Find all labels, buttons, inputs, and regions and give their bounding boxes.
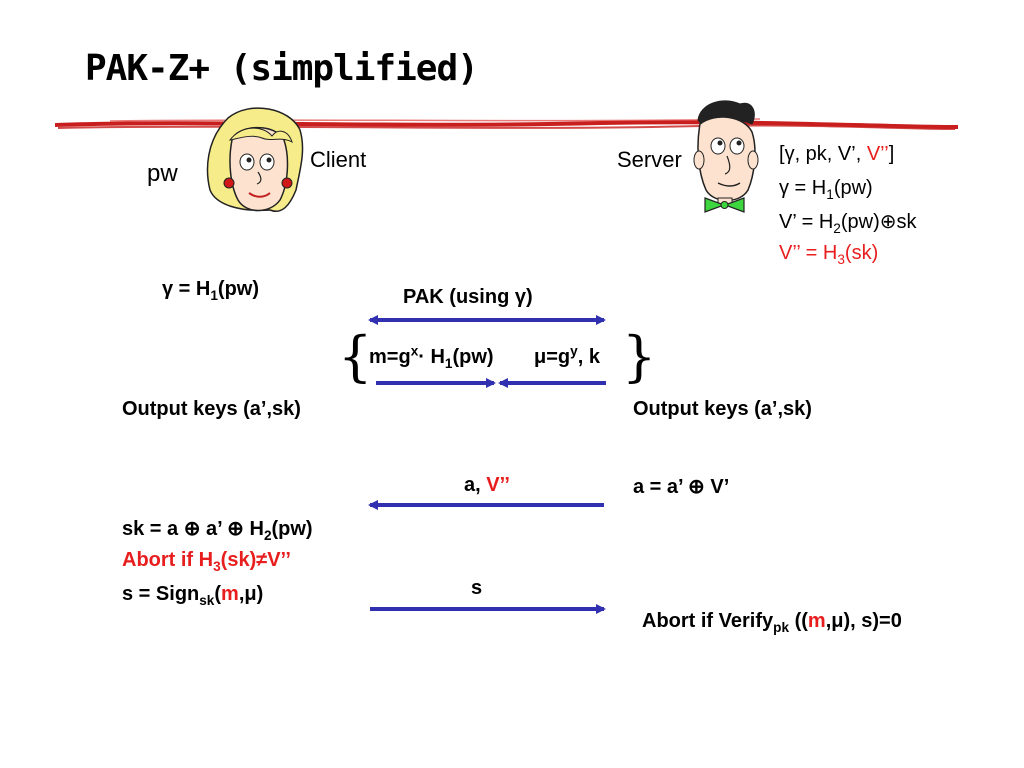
client-secret-label: pw <box>147 160 178 187</box>
server-label: Server <box>617 147 682 172</box>
msg-a-v-label: a, V’’ <box>464 474 510 496</box>
server-output-keys: Output keys (a’,sk) <box>633 398 812 420</box>
server-verify-check: Abort if Verifypk ((m,μ), s)=0 <box>642 610 902 635</box>
brace-right: } <box>622 325 657 388</box>
server-store-line-3: V’ = H2(pw)⊕sk <box>779 211 917 236</box>
mu-message: μ=gy, k <box>534 343 600 368</box>
server-store-line-1: [γ, pk, V’, V’’] <box>779 143 895 165</box>
client-sign-eq: s = Signsk(m,μ) <box>122 583 264 608</box>
client-sk-eq: sk = a ⊕ a’ ⊕ H2(pw) <box>122 518 313 543</box>
client-output-keys: Output keys (a’,sk) <box>122 398 301 420</box>
client-label: Client <box>310 147 367 172</box>
msg-s-label: s <box>471 577 483 599</box>
server-a-eq: a = a’ ⊕ V’ <box>633 476 730 498</box>
m-message: m=gx· H1(pw) <box>369 343 494 371</box>
server-store-line-2: γ = H1(pw) <box>779 177 873 202</box>
brace-left: { <box>338 325 373 388</box>
server-store-line-4: V’’ = H3(sk) <box>779 242 879 267</box>
pak-label: PAK (using γ) <box>403 286 533 308</box>
client-gamma-eq: γ = H1(pw) <box>162 278 260 303</box>
page-title: PAK-Z+ (simplified) <box>85 48 479 89</box>
client-abort-check: Abort if H3(sk)≠V’’ <box>122 549 291 574</box>
